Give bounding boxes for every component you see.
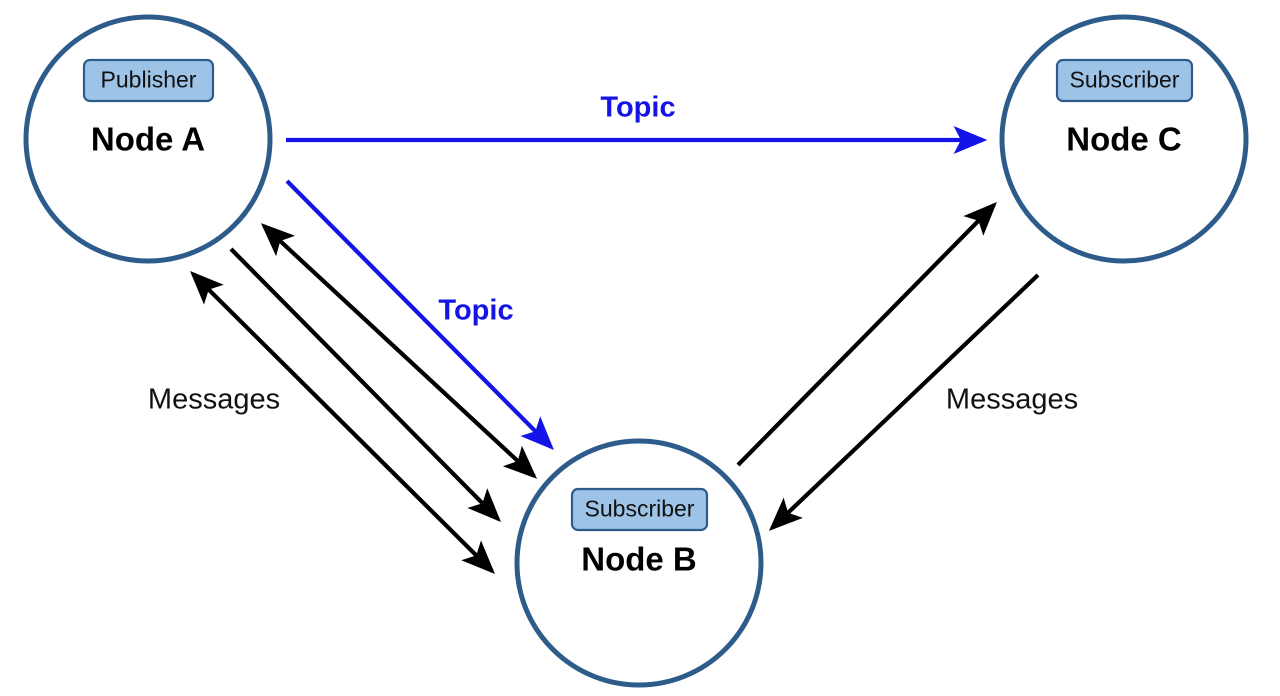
node-layer: Publisher Node A Subscriber Node B Subsc… bbox=[23, 14, 1249, 688]
edge-layer: Topic Topic Messages bbox=[148, 92, 1078, 574]
node-c[interactable]: Subscriber Node C bbox=[999, 14, 1249, 264]
edge-topic-a-b-label: Topic bbox=[438, 295, 513, 327]
node-c-badge[interactable]: Subscriber bbox=[1055, 58, 1194, 103]
node-b-badge[interactable]: Subscriber bbox=[570, 487, 709, 532]
node-a-badge-label: Publisher bbox=[101, 67, 197, 93]
edge-messages-b-c-2: Messages bbox=[768, 273, 1078, 531]
node-b-title: Node B bbox=[581, 541, 697, 578]
node-a-badge-rect[interactable] bbox=[82, 58, 215, 103]
edge-messages-b-c-2-line bbox=[768, 273, 1040, 531]
node-b-badge-label: Subscriber bbox=[585, 496, 695, 522]
edge-topic-a-c-label: Topic bbox=[600, 92, 675, 124]
edge-messages-a-b-3-line bbox=[190, 271, 495, 574]
edge-messages-b-c-1 bbox=[736, 202, 997, 467]
node-a-title: Node A bbox=[91, 121, 205, 158]
edge-messages-a-b-1-line bbox=[260, 223, 538, 479]
node-c-badge-label: Subscriber bbox=[1070, 67, 1180, 93]
node-b[interactable]: Subscriber Node B bbox=[514, 438, 764, 688]
edge-messages-a-b-3-label: Messages bbox=[148, 384, 280, 416]
edge-messages-a-b-3: Messages bbox=[148, 271, 495, 574]
node-c-badge-rect[interactable] bbox=[1055, 58, 1194, 103]
edge-messages-b-c-1-line bbox=[736, 202, 997, 467]
edge-topic-a-c: Topic bbox=[286, 92, 988, 154]
edge-messages-a-b-1 bbox=[260, 223, 538, 479]
node-a[interactable]: Publisher Node A bbox=[23, 14, 273, 264]
edge-messages-b-c-2-label: Messages bbox=[946, 384, 1078, 416]
node-c-title: Node C bbox=[1066, 121, 1182, 158]
node-a-badge[interactable]: Publisher bbox=[82, 58, 215, 103]
node-b-badge-rect[interactable] bbox=[570, 487, 709, 532]
